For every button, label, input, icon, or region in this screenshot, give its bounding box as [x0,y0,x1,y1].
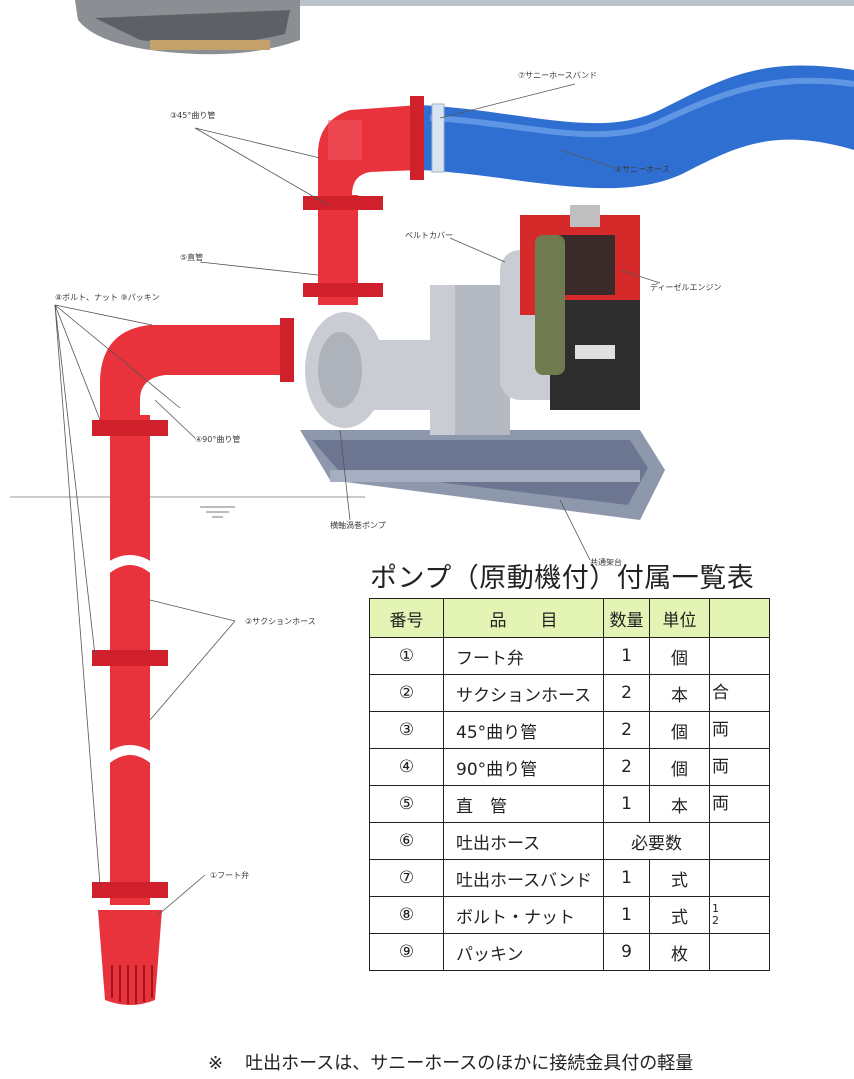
common-base [300,430,665,520]
cell-item: 45°曲り管 [443,711,604,749]
table-row: ⑤ 直 管 1 本 両 [369,785,770,823]
cell-note: 合 [709,674,770,712]
suction-pipe [92,318,294,1005]
centrifugal-pump [305,285,510,435]
cell-unit: 個 [649,711,710,749]
cell-number: ⑨ [369,933,444,971]
table-row: ③ 45°曲り管 2 個 両 [369,711,770,749]
cell-quantity: 1 [603,896,650,934]
cell-number: ② [369,674,444,712]
cell-note: 両 [709,748,770,786]
cell-note: 1 2 [709,896,770,934]
cell-item: 吐出ホースバンド [443,859,604,897]
cell-unit: 本 [649,674,710,712]
label-hose-band: ⑦サニーホースバンド [518,71,597,80]
header-unit: 単位 [649,598,710,638]
table-title: ポンプ（原動機付）付属一覧表 [370,563,755,594]
table-row: ④ 90°曲り管 2 個 両 [369,748,770,786]
label-90-elbow: ④90°曲り管 [195,434,240,444]
cell-quantity-unit: 必要数 [603,822,710,860]
footnote-text: 吐出ホースは、サニーホースのほかに接続金具付の軽量 [245,1053,694,1074]
table-row: ⑧ ボルト・ナット 1 式 1 2 [369,896,770,934]
parts-table: 番号 品 目 数量 単位 ① フート弁 1 個 ② サクションホース 2 本 合… [369,598,770,971]
cell-quantity: 1 [603,785,650,823]
cell-number: ① [369,637,444,675]
cell-unit: 枚 [649,933,710,971]
footnote: ※ 吐出ホースは、サニーホースのほかに接続金具付の軽量 [208,1049,693,1075]
cell-number: ⑦ [369,859,444,897]
header-quantity: 数量 [603,598,650,638]
cell-note [709,637,770,675]
cell-item: 直 管 [443,785,604,823]
cell-item: パッキン [443,933,604,971]
cell-number: ⑧ [369,896,444,934]
cell-number: ③ [369,711,444,749]
label-base: 共通架台 [590,557,622,567]
cell-item: ボルト・ナット [443,896,604,934]
cell-unit: 個 [649,637,710,675]
cell-note [709,859,770,897]
label-45-elbow: ③45°曲り管 [170,110,215,120]
cell-note [709,933,770,971]
cell-note: 両 [709,711,770,749]
cell-number: ④ [369,748,444,786]
cell-item: 90°曲り管 [443,748,604,786]
cell-unit: 式 [649,896,710,934]
cell-quantity: 1 [603,637,650,675]
header-number: 番号 [369,598,444,638]
table-header-row: 番号 品 目 数量 単位 [369,598,770,638]
label-straight-pipe: ⑤直管 [180,252,203,262]
table-row: ⑨ パッキン 9 枚 [369,933,770,971]
label-bolt-packing: ⑧ボルト、ナット ⑨パッキン [55,293,160,302]
diesel-engine [500,205,640,410]
cell-number: ⑤ [369,785,444,823]
header-item: 品 目 [443,598,604,638]
footnote-mark: ※ [208,1053,224,1074]
header-note [709,598,770,638]
cell-unit: 個 [649,748,710,786]
cell-quantity: 2 [603,711,650,749]
top-photo-fragment [75,0,854,55]
label-foot-valve: ①フート弁 [210,870,249,880]
label-sunny-hose: ⑥サニーホース [615,165,670,174]
cell-note [709,822,770,860]
sunny-hose [420,65,854,189]
label-pump: 横軸渦巻ポンプ [330,520,386,530]
cell-quantity: 1 [603,859,650,897]
cell-note: 両 [709,785,770,823]
discharge-pipe [303,96,424,305]
label-belt-cover: ベルトカバー [405,231,453,240]
table-row: ① フート弁 1 個 [369,637,770,675]
cell-item: 吐出ホース [443,822,604,860]
cell-quantity: 9 [603,933,650,971]
cell-number: ⑥ [369,822,444,860]
cell-unit: 本 [649,785,710,823]
cell-quantity: 2 [603,674,650,712]
table-row: ② サクションホース 2 本 合 [369,674,770,712]
cell-quantity: 2 [603,748,650,786]
label-suction-hose: ②サクションホース [245,617,316,626]
cell-item: フート弁 [443,637,604,675]
cell-unit: 式 [649,859,710,897]
table-row: ⑦ 吐出ホースバンド 1 式 [369,859,770,897]
cell-item: サクションホース [443,674,604,712]
label-diesel-engine: ディーゼルエンジン [650,282,721,292]
table-row: ⑥ 吐出ホース 必要数 [369,822,770,860]
